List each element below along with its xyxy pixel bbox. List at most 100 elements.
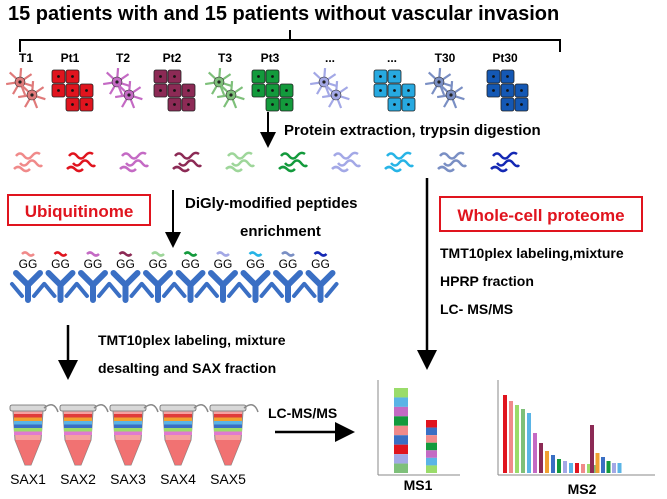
gg-tag: GG bbox=[181, 257, 200, 271]
ms1-label: MS1 bbox=[404, 477, 433, 493]
peptide-tag bbox=[86, 251, 100, 257]
ms2-peak bbox=[545, 451, 549, 473]
ms1-stack-segment bbox=[394, 463, 408, 473]
peptide-squiggle bbox=[437, 151, 468, 173]
cell-icon bbox=[114, 80, 143, 109]
peptide-tag bbox=[216, 251, 230, 257]
ms1-stack-segment bbox=[394, 406, 408, 417]
peptide-tag bbox=[21, 251, 35, 257]
ms1-stack-segment bbox=[426, 442, 437, 451]
gg-tag: GG bbox=[279, 257, 298, 271]
gg-tag: GG bbox=[19, 257, 38, 271]
sample-label: Pt1 bbox=[61, 51, 80, 65]
tube-label: SAX2 bbox=[60, 471, 96, 487]
wc-step-3: LC- MS/MS bbox=[440, 301, 513, 317]
ms2-spectrum bbox=[497, 380, 655, 476]
ms2-peak bbox=[569, 463, 573, 473]
tissue-sample: Pt1 bbox=[51, 51, 94, 112]
cell-icon bbox=[436, 80, 465, 109]
wc-step-2: HPRP fraction bbox=[440, 273, 534, 289]
wc-step-1: TMT10plex labeling,mixture bbox=[440, 245, 624, 261]
peptide-tag bbox=[281, 251, 295, 257]
peptide-squiggle bbox=[490, 151, 521, 173]
ms2-peak bbox=[590, 425, 594, 473]
sax-tube: SAX2 bbox=[59, 404, 109, 487]
ms1-spectrum bbox=[377, 380, 460, 476]
whole-cell-box bbox=[439, 196, 643, 232]
ms2-peak bbox=[533, 433, 537, 473]
ubiquitinome-box bbox=[7, 194, 151, 226]
ms2-peak bbox=[595, 453, 600, 473]
sample-label: ... bbox=[387, 51, 397, 65]
sample-label: Pt3 bbox=[261, 51, 280, 65]
antibody: GG bbox=[42, 251, 79, 303]
sample-label: T2 bbox=[116, 51, 130, 65]
ms2-peak bbox=[606, 461, 611, 473]
ms1-stack-segment bbox=[394, 435, 408, 445]
peptide-tag bbox=[183, 251, 198, 257]
sample-label: Pt30 bbox=[492, 51, 518, 65]
tube-label: SAX3 bbox=[110, 471, 146, 487]
ms2-peak bbox=[515, 405, 519, 473]
sample-label: T1 bbox=[19, 51, 33, 65]
peptide-tag bbox=[313, 251, 328, 257]
gg-tag: GG bbox=[214, 257, 233, 271]
peptide-squiggle bbox=[225, 151, 256, 173]
sax-tube: SAX1 bbox=[9, 404, 59, 487]
peptide-squiggle bbox=[66, 151, 97, 173]
peptide-squiggle bbox=[119, 151, 150, 173]
ubiquitinome-label: Ubiquitinome bbox=[25, 202, 134, 221]
ms1-stack-segment bbox=[394, 397, 408, 407]
peptide-squiggle bbox=[331, 151, 362, 173]
ms2-peak bbox=[563, 461, 567, 473]
ms1-stack-segment bbox=[426, 457, 437, 466]
antibody: GG bbox=[75, 251, 111, 303]
peptide-tag bbox=[53, 251, 68, 257]
ms1-stack-segment bbox=[394, 416, 408, 426]
tissue-sample: Pt3 bbox=[251, 51, 294, 112]
cell-icon bbox=[309, 67, 338, 96]
peptide-squiggle bbox=[172, 151, 203, 173]
ms1-stack-segment bbox=[394, 425, 408, 436]
digly-label-line1: DiGly-modified peptides bbox=[185, 195, 358, 212]
ms2-peak bbox=[539, 443, 543, 473]
antibody: GG bbox=[205, 251, 241, 303]
digly-label-line2: enrichment bbox=[240, 223, 321, 240]
gg-tag: GG bbox=[246, 257, 265, 271]
ms2-peak bbox=[601, 457, 605, 473]
tube-label: SAX1 bbox=[10, 471, 46, 487]
ms1-stack-segment bbox=[426, 435, 437, 443]
peptide-squiggle bbox=[384, 151, 415, 173]
ms2-peak bbox=[581, 464, 585, 473]
ms2-peak bbox=[612, 463, 616, 473]
ms2-peak bbox=[593, 465, 597, 473]
antibody: GG bbox=[10, 251, 46, 303]
tissue-sample: Pt30 bbox=[486, 51, 529, 112]
cell-sample: T2 bbox=[102, 51, 143, 109]
peptide-squiggle bbox=[278, 151, 309, 173]
lcms-label: LC-MS/MS bbox=[268, 405, 337, 421]
cell-icon bbox=[102, 67, 131, 96]
ms2-label: MS2 bbox=[568, 481, 597, 497]
ubi-step-line1: TMT10plex labeling, mixture bbox=[98, 332, 286, 348]
ms2-peak bbox=[509, 401, 513, 473]
cell-icon bbox=[424, 67, 453, 96]
ms1-stack-segment bbox=[394, 388, 408, 398]
ms2-peak bbox=[521, 409, 525, 473]
whole-cell-label: Whole-cell proteome bbox=[457, 206, 624, 225]
ms2-peak bbox=[551, 455, 555, 473]
antibody: GG bbox=[302, 251, 339, 303]
gg-tag: GG bbox=[149, 257, 168, 271]
cell-icon bbox=[321, 80, 350, 109]
gg-tag: GG bbox=[116, 257, 135, 271]
protein-step-label: Protein extraction, trypsin digestion bbox=[284, 122, 541, 139]
sample-label: ... bbox=[325, 51, 335, 65]
antibody: GG bbox=[107, 251, 144, 303]
cell-sample: T3 bbox=[204, 51, 245, 109]
tissue-sample: ... bbox=[373, 51, 416, 112]
cell-icon bbox=[17, 80, 46, 109]
antibody: GG bbox=[172, 251, 209, 303]
